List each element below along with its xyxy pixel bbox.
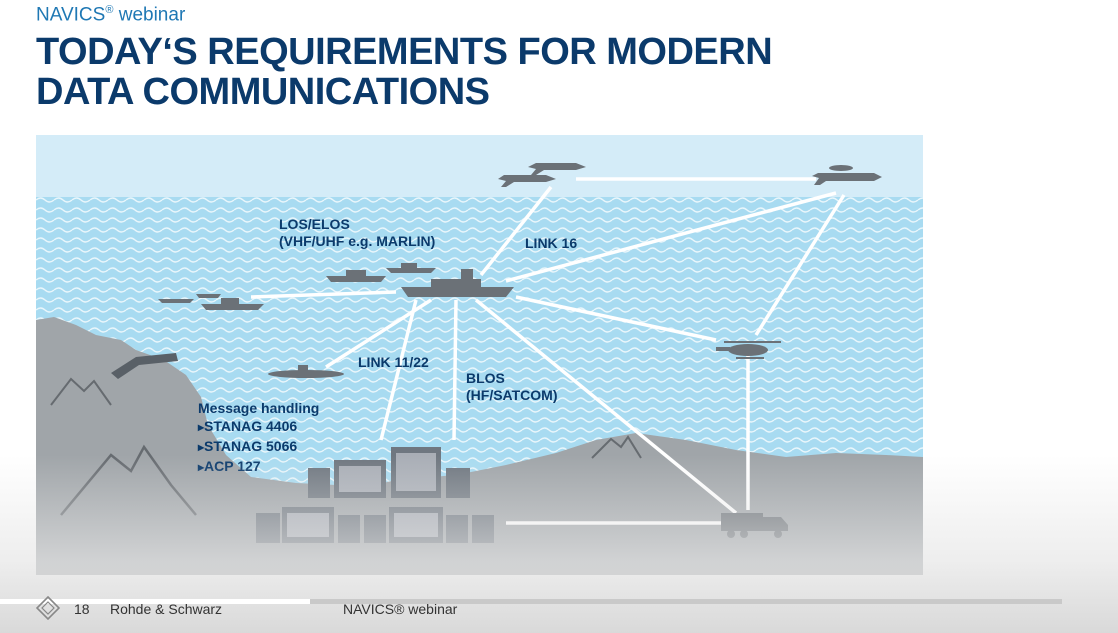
kicker-text: NAVICS xyxy=(36,4,106,26)
blos-label: BLOS (HF/SATCOM) xyxy=(466,370,558,404)
link-blos-to-building xyxy=(452,299,458,441)
rohde-schwarz-logo-icon xyxy=(36,596,60,620)
link-awacs-to-heli xyxy=(754,194,846,336)
message-item-stanag5066: STANAG 5066 xyxy=(198,437,319,457)
link-awacs-to-ship xyxy=(505,191,837,283)
blos-line-2: (HF/SATCOM) xyxy=(466,387,558,403)
awacs-aircraft-icon xyxy=(812,165,882,185)
registered-mark: ® xyxy=(105,4,114,16)
mountain-right xyxy=(591,435,642,459)
blos-line-1: BLOS xyxy=(466,370,505,386)
submarine-icon xyxy=(268,365,344,378)
page-number: 18 xyxy=(74,601,90,617)
title-line-2: DATA COMMUNICATIONS xyxy=(36,71,490,113)
flagship-icon xyxy=(401,269,514,297)
webinar-kicker: NAVICS® webinar xyxy=(36,4,185,26)
fighter-jet-icon xyxy=(498,163,586,187)
los-elos-line-1: LOS/ELOS xyxy=(279,216,350,232)
message-handling-block: Message handling STANAG 4406 STANAG 5066… xyxy=(198,400,319,477)
message-item-acp127: ACP 127 xyxy=(198,457,319,477)
video-progress-fill xyxy=(0,599,311,604)
los-elos-line-2: (VHF/UHF e.g. MARLIN) xyxy=(279,233,436,249)
los-elos-label: LOS/ELOS (VHF/UHF e.g. MARLIN) xyxy=(279,216,435,250)
company-name: Rohde & Schwarz xyxy=(110,601,223,617)
link16-label: LINK 16 xyxy=(525,235,578,251)
pier xyxy=(111,353,178,379)
mountain-left xyxy=(50,377,112,406)
link-ship-to-fleet xyxy=(250,290,397,299)
slide-footer: 18 Rohde & Schwarz NAVICS® webinar xyxy=(0,592,1118,622)
helicopter-icon xyxy=(716,341,781,359)
link1122-label: LINK 11/22 xyxy=(358,354,429,370)
kicker-suffix: webinar xyxy=(113,4,186,26)
fleet-ships-icon xyxy=(158,263,436,310)
video-progress-bar[interactable] xyxy=(0,599,1062,604)
sky xyxy=(36,135,923,205)
message-handling-title: Message handling xyxy=(198,400,320,416)
title-line-1: TODAY‘S REQUIREMENTS FOR MODERN xyxy=(36,31,773,73)
slide-title: TODAY‘S REQUIREMENTS FOR MODERN DATA COM… xyxy=(36,32,796,112)
link-fighter-to-ship xyxy=(479,185,553,277)
message-item-stanag4406: STANAG 4406 xyxy=(198,417,319,437)
link-ship-to-heli xyxy=(515,295,717,342)
message-handling-list: STANAG 4406 STANAG 5066 ACP 127 xyxy=(198,417,319,477)
footer-event-name: NAVICS® webinar xyxy=(343,601,458,617)
link-ship-to-building xyxy=(379,299,418,441)
communications-diagram xyxy=(36,135,923,575)
